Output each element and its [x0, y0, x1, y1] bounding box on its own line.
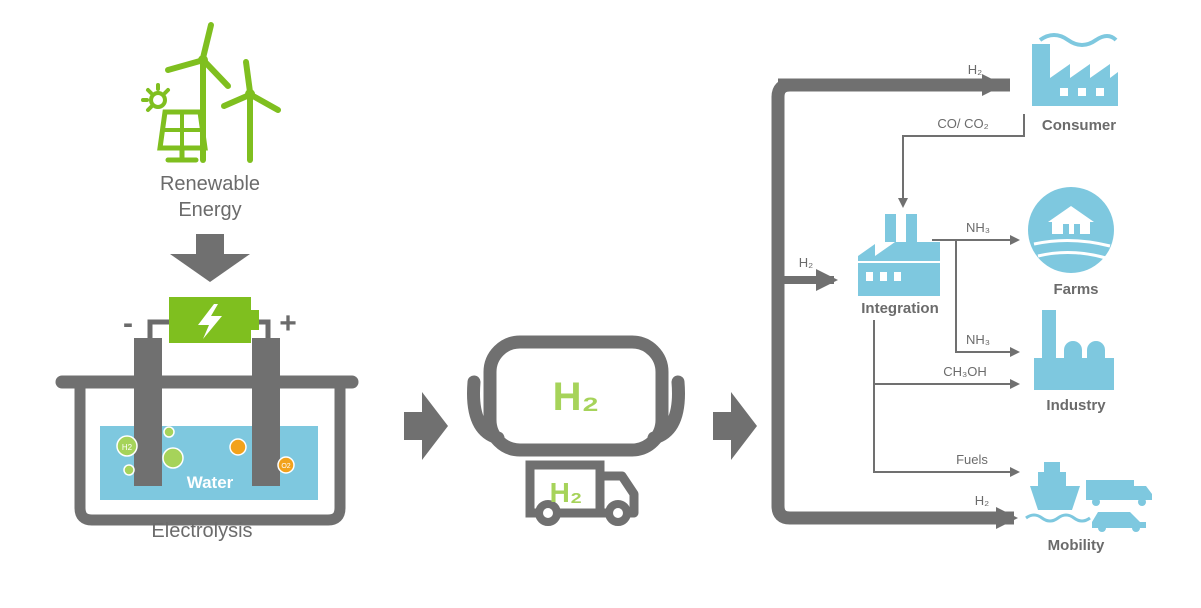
flow-label-h2-integration: H₂ — [799, 255, 813, 270]
bubble-h2-label: H2 — [122, 443, 133, 452]
hydrogen-tank-icon: H₂ — [467, 335, 685, 457]
anode — [252, 338, 280, 486]
flow-consumer-integration — [898, 114, 1025, 208]
water-label: Water — [187, 473, 234, 492]
plus-sign: + — [279, 307, 297, 340]
factory-icon — [1032, 33, 1118, 106]
flow-label-fuels: Fuels — [956, 452, 988, 467]
battery-icon — [169, 297, 259, 343]
flow-label-nh3-industry: NH₃ — [966, 332, 990, 347]
mobility-icon — [1025, 462, 1152, 532]
farms-label: Farms — [1053, 281, 1098, 298]
truck-icon: H₂ — [525, 460, 639, 526]
industry-icon — [1034, 310, 1114, 390]
farm-icon — [1028, 187, 1114, 273]
process-arrow-2 — [713, 392, 757, 460]
truck-label: H₂ — [550, 477, 583, 508]
process-arrow-1 — [404, 392, 448, 460]
flow-label-ch3oh: CH₃OH — [943, 364, 987, 379]
flow-label-h2-mobility: H₂ — [975, 493, 989, 508]
flow-label-nh3-farms: NH₃ — [966, 220, 990, 235]
electrolysis-cell: - + Water H2 O2 — [55, 297, 359, 526]
mobility-label: Mobility — [1048, 537, 1105, 554]
bubble-o2-label: O2 — [281, 463, 290, 470]
cathode — [134, 338, 162, 486]
consumer-label: Consumer — [1042, 117, 1116, 134]
electrolysis-label: Electrolysis — [151, 520, 252, 542]
flow-integration-mobility-fuels — [873, 384, 1020, 477]
flow-integration-industry-nh3 — [955, 240, 1020, 357]
down-arrow-icon — [170, 234, 250, 282]
integration-plant-icon — [858, 214, 940, 296]
integration-label: Integration — [861, 300, 939, 317]
flow-label-co-co2: CO/ CO₂ — [937, 116, 988, 131]
flow-label-h2-consumer: H₂ — [968, 62, 982, 77]
minus-sign: - — [123, 307, 133, 340]
industry-label: Industry — [1046, 397, 1106, 414]
tank-label: H₂ — [553, 375, 600, 419]
wind-solar-icon — [141, 22, 281, 163]
source-label-line2: Energy — [178, 199, 241, 221]
source-label-line1: Renewable — [160, 173, 260, 195]
